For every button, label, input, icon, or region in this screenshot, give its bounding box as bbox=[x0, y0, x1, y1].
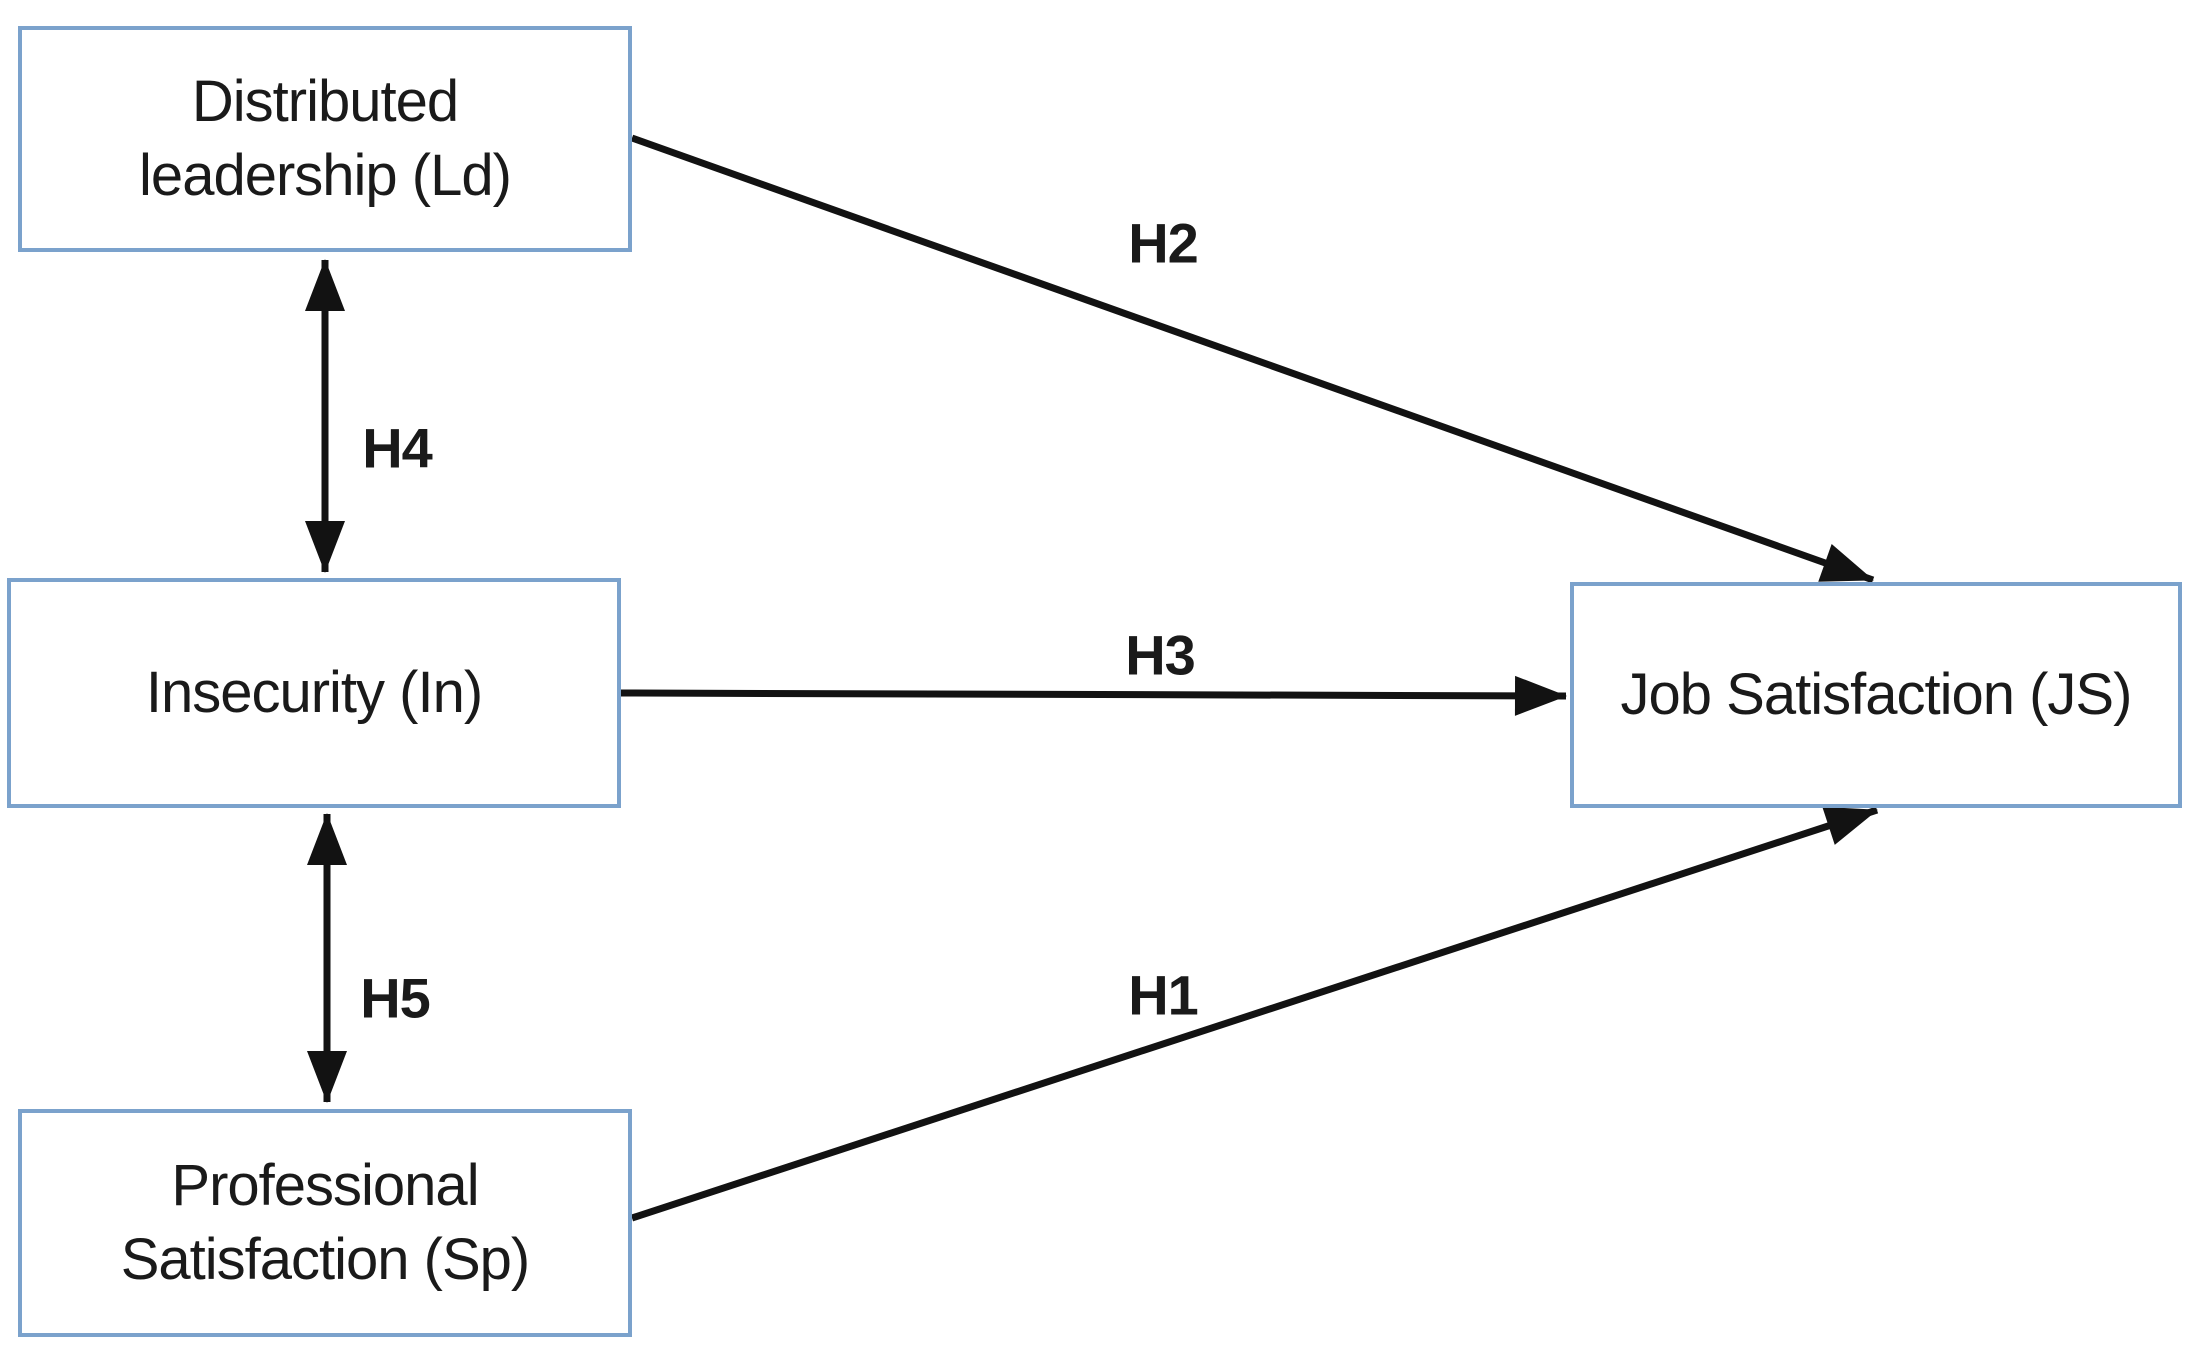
arrow-h2 bbox=[630, 134, 1875, 584]
node-label-line: Distributed bbox=[191, 68, 459, 134]
edge-label-h2: H2 bbox=[1128, 211, 1199, 275]
edge-label-h5: H5 bbox=[360, 966, 431, 1030]
node-label-line: leadership (Ld) bbox=[139, 143, 512, 208]
node-professional-satisfaction: Professional Satisfaction (Sp) bbox=[18, 1109, 632, 1337]
node-job-satisfaction: Job Satisfaction (JS) bbox=[1570, 582, 2182, 808]
node-label-line: Job Satisfaction (JS) bbox=[1620, 661, 2133, 727]
edge-label-h4: H4 bbox=[362, 416, 433, 480]
node-label-line: Professional bbox=[171, 1152, 479, 1218]
node-label-line: Insecurity (In) bbox=[145, 659, 483, 725]
arrow-h3 bbox=[620, 675, 1567, 716]
node-label-line: Satisfaction (Sp) bbox=[120, 1227, 531, 1292]
edge-label-h3: H3 bbox=[1125, 623, 1196, 687]
arrow-h1 bbox=[630, 806, 1879, 1222]
node-distributed-leadership: Distributed leadership (Ld) bbox=[18, 26, 632, 252]
node-insecurity: Insecurity (In) bbox=[7, 578, 621, 808]
edge-label-h1: H1 bbox=[1128, 963, 1199, 1027]
